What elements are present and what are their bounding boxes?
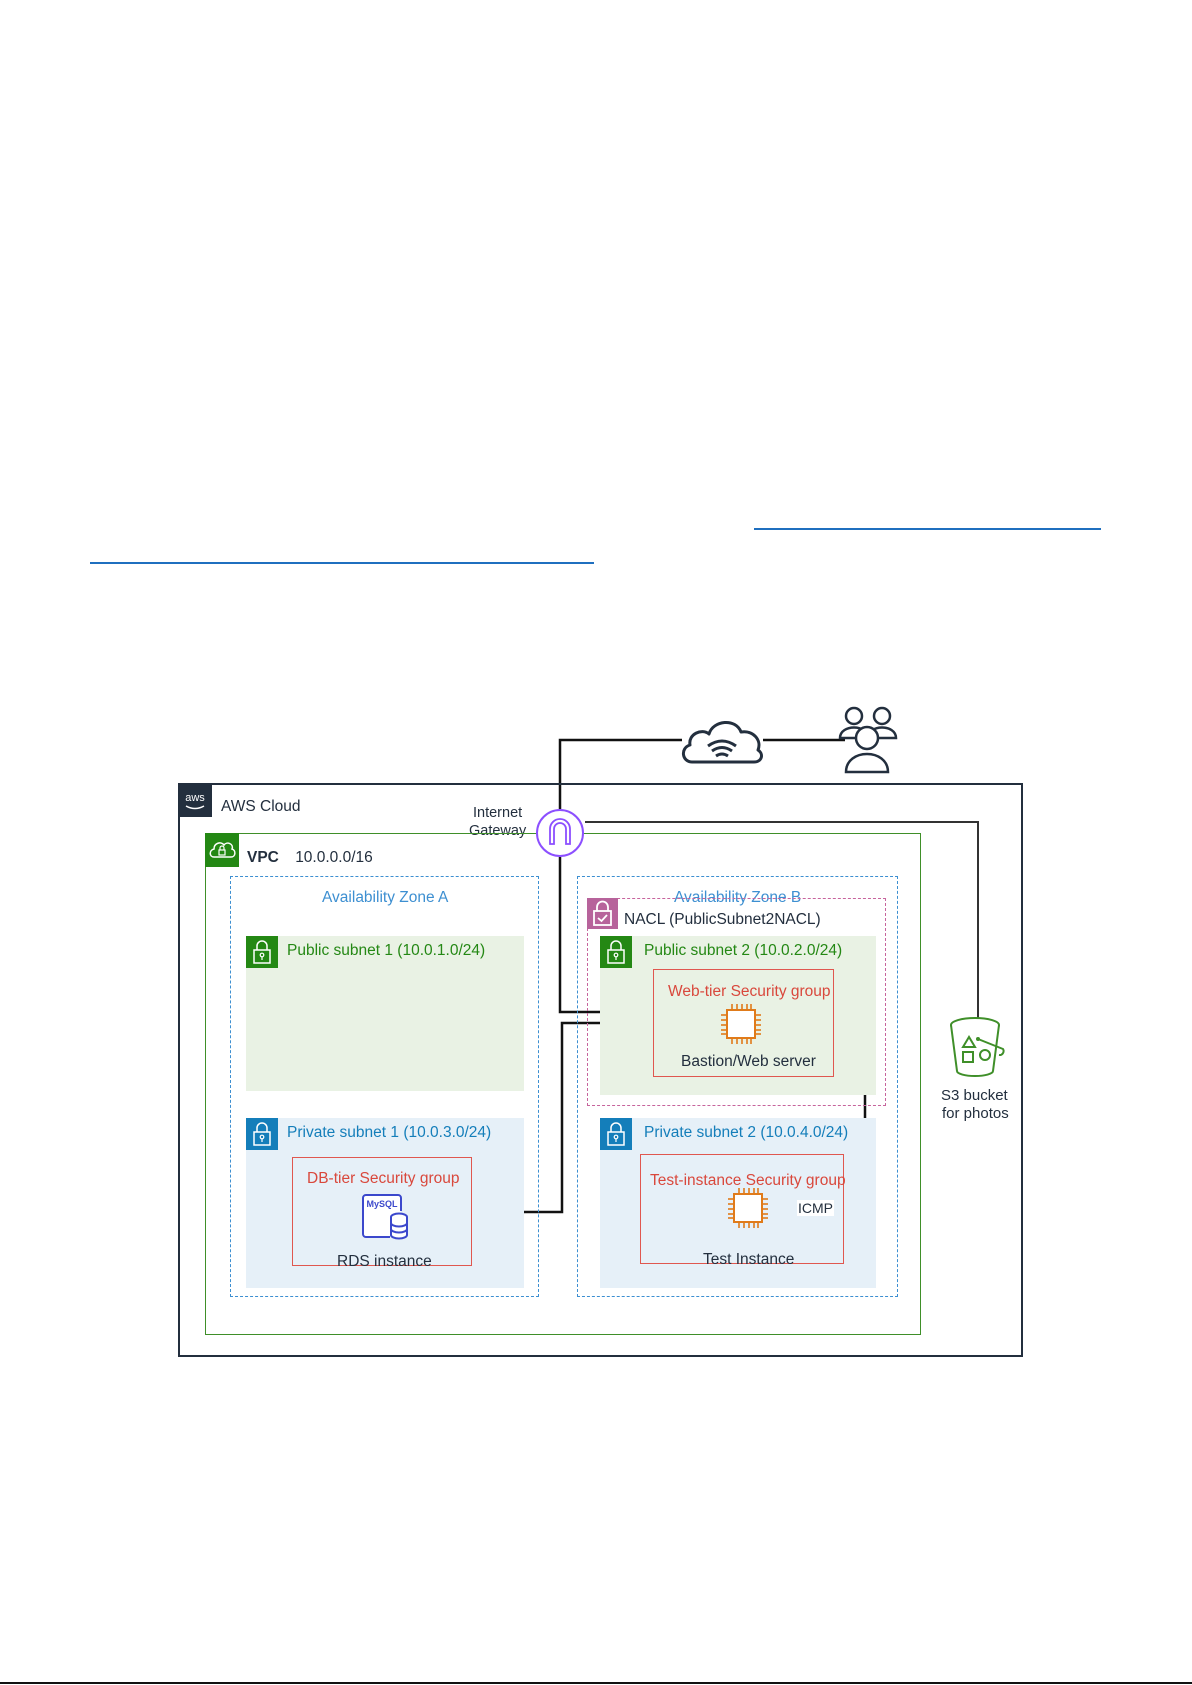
igw-label-line1: Internet	[473, 805, 523, 821]
private-subnet-lock-icon	[600, 1118, 632, 1150]
private-subnet-1-label: Private subnet 1 (10.0.3.0/24)	[287, 1124, 492, 1141]
vpc-cidr: 10.0.0.0/16	[295, 849, 373, 866]
aws-logo-icon: aws	[178, 783, 212, 817]
bastion-web-server-label: Bastion/Web server	[681, 1053, 816, 1070]
nacl-group	[587, 898, 886, 1106]
public-subnet-2: Public subnet 2 (10.0.2.0/24)	[600, 936, 876, 1095]
rds-mysql-icon[interactable]: MySQL	[360, 1193, 410, 1241]
internet-cloud-icon	[678, 712, 766, 770]
vpc-cloud-lock-icon	[205, 833, 239, 867]
db-tier-security-group	[292, 1157, 472, 1266]
public-subnet-1-label: Public subnet 1 (10.0.1.0/24)	[287, 942, 486, 959]
vpc-title: VPC	[247, 849, 279, 866]
availability-zone-b	[577, 876, 898, 1297]
svg-text:aws: aws	[185, 792, 205, 804]
availability-zone-a	[230, 876, 539, 1297]
page-bottom-rule	[0, 1682, 1192, 1684]
aws-cloud-label: AWS Cloud	[221, 798, 301, 815]
rds-instance-label: RDS instance	[337, 1253, 432, 1270]
internet-gateway-icon[interactable]	[535, 808, 585, 858]
private-subnet-2-label: Private subnet 2 (10.0.4.0/24)	[644, 1124, 849, 1141]
igw-label-line2: Gateway	[469, 823, 527, 839]
vpc-label: VPC 10.0.0.0/16	[247, 849, 373, 867]
web-tier-sg-label: Web-tier Security group	[668, 983, 831, 1000]
aws-cloud-group	[178, 783, 1023, 1357]
hyperlink-underline-1[interactable]	[754, 528, 1101, 530]
public-subnet-1: Public subnet 1 (10.0.1.0/24)	[246, 936, 524, 1091]
icmp-label: ICMP	[797, 1200, 834, 1216]
db-tier-sg-label: DB-tier Security group	[307, 1170, 460, 1187]
public-subnet-2-label: Public subnet 2 (10.0.2.0/24)	[644, 942, 843, 959]
nacl-lock-check-icon	[587, 898, 618, 929]
private-subnet-lock-icon	[246, 1118, 278, 1150]
az-a-label: Availability Zone A	[322, 889, 449, 906]
users-icon	[832, 702, 902, 774]
ec2-test-instance-icon[interactable]	[725, 1185, 771, 1231]
public-subnet-lock-icon	[246, 936, 278, 968]
web-tier-security-group	[653, 969, 834, 1077]
rds-engine-label: MySQL	[366, 1199, 398, 1209]
hyperlink-underline-2[interactable]	[90, 562, 594, 564]
az-b-label: Availability Zone B	[674, 889, 802, 906]
test-instance-sg-label: Test-instance Security group	[650, 1172, 846, 1189]
ec2-instance-icon[interactable]	[718, 1001, 764, 1047]
s3-bucket-label-line2: for photos	[942, 1105, 1009, 1122]
nacl-label: NACL (PublicSubnet2NACL)	[624, 911, 821, 928]
public-subnet-lock-icon	[600, 936, 632, 968]
s3-bucket-icon[interactable]	[945, 1015, 1007, 1077]
test-instance-security-group	[640, 1154, 844, 1264]
test-instance-label: Test Instance	[703, 1251, 795, 1268]
s3-bucket-label-line1: S3 bucket	[941, 1087, 1008, 1104]
